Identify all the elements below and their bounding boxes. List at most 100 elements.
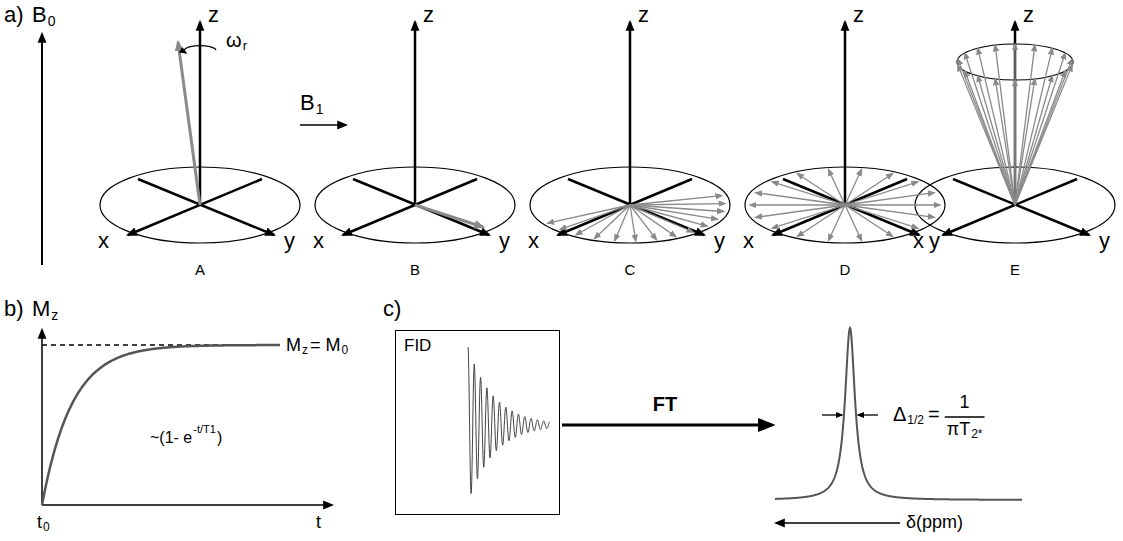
transform-label: FT	[653, 394, 677, 414]
panel-label: c)	[383, 298, 401, 320]
formula-denominator: πT	[947, 420, 970, 438]
axis-label: t	[316, 513, 321, 531]
dephased-vector	[772, 205, 845, 228]
subscript: r	[243, 39, 247, 52]
axis-label: z	[638, 4, 649, 26]
z-axis	[199, 22, 202, 205]
time-axis	[42, 504, 332, 506]
level-label: = M	[310, 336, 341, 354]
b0-field-arrow	[41, 34, 43, 265]
dephased-vector	[798, 205, 846, 236]
shift-axis-arrow	[776, 522, 900, 524]
step-label: B	[410, 262, 420, 277]
y-axis	[138, 179, 274, 235]
subscript: z	[51, 308, 58, 322]
axis-label: x	[98, 230, 109, 252]
dephased-vector	[845, 193, 934, 205]
box-title: FID	[404, 337, 431, 356]
x-axis	[773, 179, 907, 235]
formula-text: )	[217, 430, 222, 446]
level-label: M	[286, 336, 301, 354]
z-axis	[844, 22, 847, 205]
dephased-vector	[772, 182, 845, 205]
recovering-vector	[1014, 44, 1015, 205]
axis-label: M	[32, 298, 50, 320]
fourier-transform-arrow	[562, 424, 772, 427]
subscript: z	[302, 344, 308, 356]
fraction-bar	[945, 416, 985, 417]
x-axis	[128, 179, 262, 235]
formula-numerator: 1	[960, 393, 970, 411]
z-axis	[414, 22, 417, 205]
recovering-vector	[995, 45, 1015, 205]
axis-label: x	[743, 230, 754, 252]
panel-label: a)	[4, 4, 24, 26]
dephased-vector	[750, 204, 845, 205]
signal-box: FID	[395, 330, 560, 515]
half-width-arrow	[822, 414, 842, 415]
y-axis	[568, 179, 704, 235]
axis-label: y	[929, 230, 940, 252]
dephased-vector	[845, 205, 934, 217]
magnetization-vector	[415, 205, 483, 227]
frequency-label: ω	[226, 30, 242, 50]
axis-label: δ(ppm)	[906, 513, 963, 531]
axis-label: z	[853, 4, 864, 26]
dephased-vector	[845, 174, 893, 205]
dephasing-vector	[576, 205, 630, 235]
recovering-vector	[978, 48, 1015, 205]
t1-recovery-curve	[42, 345, 280, 505]
half-width-arrow	[858, 414, 878, 415]
fid-signal	[468, 347, 550, 494]
panel-label: b)	[4, 298, 24, 320]
formula-text: =	[928, 404, 940, 424]
axis-label: x	[528, 230, 539, 252]
subscript: 0	[48, 14, 56, 28]
axis-label: z	[208, 4, 219, 26]
step-label: C	[625, 262, 636, 277]
dephasing-vector	[630, 205, 656, 240]
subscript: 1/2	[907, 414, 924, 426]
magnetization-vector	[178, 42, 200, 205]
lorentzian-peak	[775, 328, 1022, 500]
recovering-vector	[1015, 48, 1052, 205]
axis-label: y	[284, 230, 295, 252]
dephasing-vector	[630, 205, 693, 232]
recovering-vector	[1015, 53, 1065, 205]
field-label: B	[300, 92, 315, 114]
mz-axis	[41, 330, 43, 505]
dephasing-vector	[630, 205, 707, 226]
z-axis	[1014, 22, 1017, 205]
subscript: 0	[43, 521, 50, 533]
dephasing-vector	[630, 205, 676, 237]
dephasing-vector	[630, 204, 725, 205]
axis-label: t	[37, 513, 42, 531]
y-axis	[353, 179, 489, 235]
field-label: B	[32, 4, 47, 26]
formula-text: Δ	[893, 404, 906, 424]
subscript: 1	[316, 102, 324, 116]
y-axis	[783, 179, 919, 235]
subscript: 0	[342, 344, 349, 356]
recovering-vector	[1015, 76, 1052, 205]
b1-field-arrow	[300, 124, 346, 126]
axis-label: y	[714, 230, 725, 252]
superscript: -t/T1	[193, 424, 216, 435]
axis-label: y	[499, 230, 510, 252]
step-label: A	[195, 262, 205, 277]
dephased-vector	[845, 205, 918, 228]
step-label: D	[840, 262, 851, 277]
recovering-vector	[1015, 59, 1072, 205]
dephased-vector	[756, 205, 845, 217]
dephased-vector	[756, 193, 845, 205]
dephased-vector	[845, 182, 918, 205]
axis-label: z	[423, 4, 434, 26]
dephased-vector	[845, 204, 940, 205]
dephasing-vector	[615, 205, 630, 241]
x-axis	[558, 179, 692, 235]
formula-text: ~(1- e	[150, 430, 192, 446]
z-axis	[629, 22, 632, 205]
